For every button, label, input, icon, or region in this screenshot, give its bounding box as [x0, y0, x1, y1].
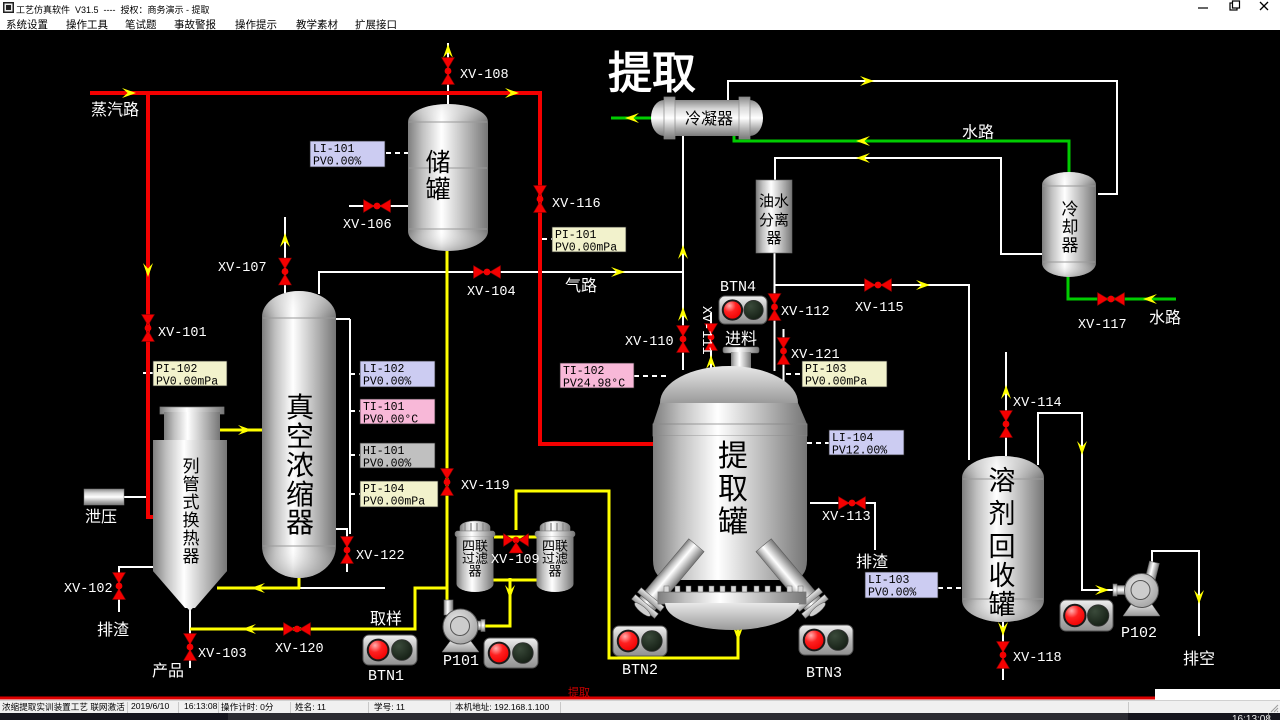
svg-text:PV0.00mPa: PV0.00mPa [805, 376, 867, 389]
svg-text:XV-117: XV-117 [1078, 318, 1127, 333]
svg-text:XV-101: XV-101 [158, 326, 207, 341]
svg-text:提取: 提取 [568, 686, 590, 699]
svg-text:溶: 溶 [989, 466, 1016, 496]
svg-text:PV0.00%: PV0.00% [868, 587, 916, 600]
svg-text:四联: 四联 [542, 539, 568, 554]
svg-text:器: 器 [286, 507, 314, 538]
svg-text:LI-103: LI-103 [868, 574, 910, 587]
svg-text:TI-102: TI-102 [563, 365, 605, 378]
svg-text:排渣: 排渣 [856, 553, 888, 571]
svg-text:罐: 罐 [425, 176, 450, 204]
svg-text:P102: P102 [1121, 625, 1157, 642]
svg-text:BTN2: BTN2 [622, 662, 658, 679]
svg-text:XV-111: XV-111 [698, 306, 713, 355]
svg-text:管: 管 [183, 475, 200, 494]
svg-text:缩: 缩 [286, 479, 314, 510]
svg-text:BTN1: BTN1 [368, 668, 404, 685]
svg-text:冷凝器: 冷凝器 [685, 110, 733, 128]
svg-text:过滤: 过滤 [462, 551, 488, 566]
svg-text:进料: 进料 [725, 330, 757, 348]
svg-text:气路: 气路 [565, 277, 597, 295]
svg-text:XV-116: XV-116 [552, 197, 601, 212]
svg-text:BTN3: BTN3 [806, 665, 842, 682]
svg-text:却: 却 [1062, 218, 1079, 237]
svg-text:PV0.00%: PV0.00% [313, 156, 361, 169]
svg-text:XV-106: XV-106 [343, 218, 392, 233]
svg-text:BTN4: BTN4 [720, 279, 756, 296]
svg-text:取: 取 [718, 473, 748, 506]
svg-text:PV0.00mPa: PV0.00mPa [363, 496, 425, 509]
svg-text:提取: 提取 [608, 49, 696, 98]
svg-text:列: 列 [183, 457, 200, 476]
svg-text:剂: 剂 [989, 499, 1016, 529]
svg-text:提: 提 [718, 440, 748, 473]
svg-text:PV0.00%: PV0.00% [363, 376, 411, 389]
svg-text:式: 式 [183, 493, 200, 512]
svg-text:回: 回 [989, 532, 1016, 562]
svg-text:浓: 浓 [286, 450, 314, 481]
svg-text:HI-101: HI-101 [363, 445, 405, 458]
svg-text:产品: 产品 [152, 662, 184, 680]
svg-text:器: 器 [548, 564, 561, 579]
svg-text:分离: 分离 [759, 212, 789, 229]
svg-text:器: 器 [183, 547, 200, 566]
svg-text:PI-101: PI-101 [555, 229, 597, 242]
svg-text:水路: 水路 [962, 124, 994, 142]
svg-text:排空: 排空 [1183, 650, 1215, 668]
svg-text:XV-109: XV-109 [491, 553, 540, 568]
svg-text:水路: 水路 [1149, 309, 1181, 327]
svg-text:LI-104: LI-104 [832, 432, 874, 445]
svg-text:PV0.00mPa: PV0.00mPa [555, 242, 617, 255]
svg-text:PV0.00°C: PV0.00°C [363, 414, 418, 427]
svg-text:PV0.00mPa: PV0.00mPa [156, 376, 218, 389]
svg-text:XV-103: XV-103 [198, 647, 247, 662]
svg-text:XV-115: XV-115 [855, 301, 904, 316]
svg-text:XV-121: XV-121 [791, 348, 840, 363]
svg-text:收: 收 [989, 561, 1016, 591]
svg-text:过滤: 过滤 [542, 551, 568, 566]
svg-text:PI-102: PI-102 [156, 363, 198, 376]
svg-text:四联: 四联 [462, 539, 488, 554]
svg-text:XV-104: XV-104 [467, 285, 516, 300]
svg-text:XV-119: XV-119 [461, 479, 510, 494]
svg-text:真: 真 [286, 392, 314, 423]
svg-text:冷: 冷 [1062, 200, 1079, 219]
svg-text:XV-110: XV-110 [625, 335, 674, 350]
svg-text:P101: P101 [443, 653, 479, 670]
svg-text:XV-108: XV-108 [460, 68, 509, 83]
svg-text:XV-113: XV-113 [822, 510, 871, 525]
svg-text:XV-102: XV-102 [64, 582, 113, 597]
svg-text:空: 空 [286, 421, 314, 452]
svg-text:LI-102: LI-102 [363, 363, 405, 376]
svg-text:储: 储 [425, 149, 450, 177]
svg-text:罐: 罐 [718, 506, 748, 539]
svg-text:XV-112: XV-112 [781, 305, 830, 320]
svg-text:PV0.00%: PV0.00% [363, 458, 411, 471]
svg-text:TI-101: TI-101 [363, 401, 405, 414]
svg-text:热: 热 [183, 529, 200, 548]
svg-text:蒸汽路: 蒸汽路 [91, 101, 139, 119]
svg-text:排渣: 排渣 [97, 621, 129, 639]
svg-text:PI-103: PI-103 [805, 363, 847, 376]
svg-text:换: 换 [183, 511, 200, 530]
svg-text:器: 器 [1062, 236, 1079, 255]
svg-text:XV-122: XV-122 [356, 549, 405, 564]
svg-text:器: 器 [766, 230, 781, 247]
svg-text:XV-118: XV-118 [1013, 651, 1062, 666]
svg-text:泄压: 泄压 [85, 508, 117, 526]
svg-text:XV-107: XV-107 [218, 261, 267, 276]
svg-text:LI-101: LI-101 [313, 143, 355, 156]
svg-text:器: 器 [468, 564, 481, 579]
svg-text:罐: 罐 [989, 590, 1016, 620]
svg-text:油水: 油水 [759, 193, 789, 210]
svg-text:PI-104: PI-104 [363, 483, 405, 496]
svg-text:XV-120: XV-120 [275, 642, 324, 657]
svg-text:PV24.98°C: PV24.98°C [563, 378, 625, 391]
svg-text:PV12.00%: PV12.00% [832, 445, 887, 458]
svg-text:XV-114: XV-114 [1013, 396, 1062, 411]
svg-text:取样: 取样 [370, 610, 402, 628]
